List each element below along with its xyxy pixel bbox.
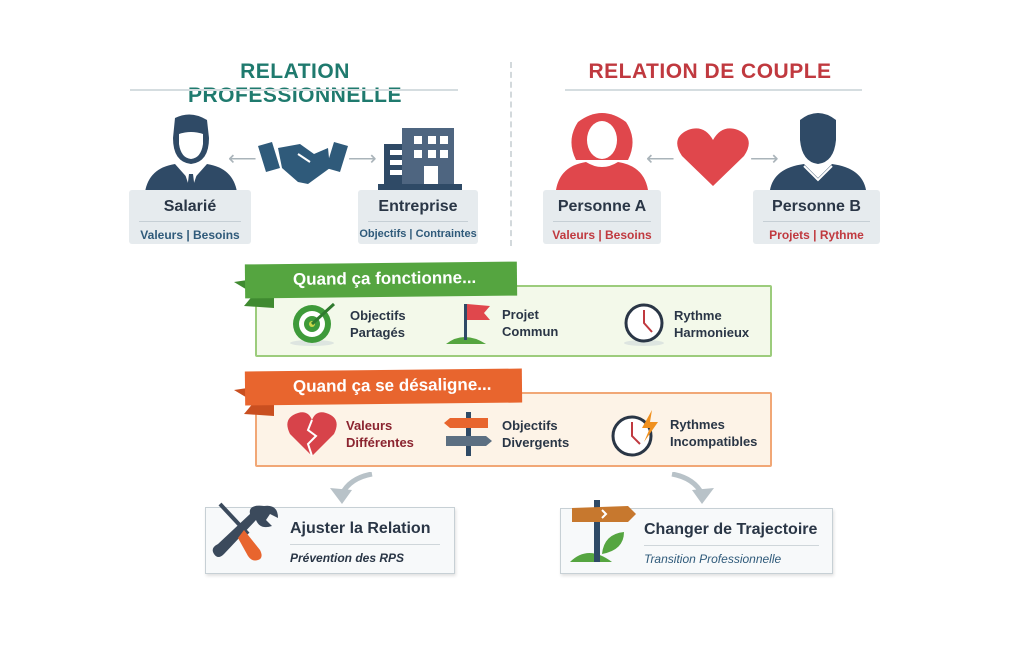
item-line: Commun — [502, 324, 559, 339]
tools-icon — [212, 502, 278, 561]
clock-icon — [624, 303, 664, 346]
item-line: Rythme — [674, 308, 722, 323]
target-icon — [290, 302, 336, 346]
item-line: Objectifs — [350, 308, 406, 323]
couple-relation-title: RELATION DE COUPLE — [588, 60, 832, 83]
misaligns-banner: Quand ça se désaligne... — [244, 368, 523, 406]
arrow-right-icon: ⟶ — [348, 148, 377, 170]
divider — [565, 89, 862, 91]
employee-card: Salarié Valeurs | Besoins — [129, 190, 251, 244]
man-icon — [770, 113, 866, 190]
professional-relation-title: RELATION PROFESSIONNELLE — [187, 60, 403, 107]
woman-icon — [556, 113, 648, 190]
outcome-subtitle: Transition Professionnelle — [644, 545, 819, 566]
person-a-traits: Valeurs | Besoins — [552, 228, 652, 242]
curved-arrow-down-left-icon — [330, 472, 373, 504]
item-line: Partagés — [350, 325, 405, 340]
outcome-title: Ajuster la Relation — [290, 520, 431, 537]
arrow-right-icon: ⟶ — [750, 148, 779, 170]
broken-heart-icon — [287, 412, 337, 457]
employee-traits: Valeurs | Besoins — [140, 228, 240, 242]
company-traits: Objectifs | Contraintes — [359, 228, 477, 240]
item-line: Différentes — [346, 435, 414, 450]
item-line: Divergents — [502, 435, 570, 450]
arrow-left-icon: ⟵ — [646, 148, 675, 170]
arrow-left-icon: ⟵ — [228, 148, 257, 170]
outcome-title: Changer de Trajectoire — [644, 521, 818, 538]
person-a-card: Personne A Valeurs | Besoins — [543, 190, 661, 244]
item-line: Harmonieux — [674, 325, 750, 340]
person-b-name: Personne B — [763, 190, 870, 222]
signpost-icon — [444, 412, 492, 456]
item-line: Projet — [502, 307, 539, 322]
building-icon — [378, 128, 462, 190]
employee-name: Salarié — [139, 190, 241, 222]
company-name: Entreprise — [368, 190, 468, 222]
heart-icon — [677, 128, 749, 186]
curved-arrow-down-right-icon — [671, 472, 714, 504]
outcome-subtitle: Prévention des RPS — [290, 544, 440, 565]
item-line: Objectifs — [502, 418, 558, 433]
works-banner: Quand ça fonctionne... — [244, 261, 518, 299]
handshake-icon — [258, 142, 348, 184]
divider — [130, 89, 458, 91]
company-card: Entreprise Objectifs | Contraintes — [358, 190, 478, 244]
employee-icon — [145, 114, 237, 192]
clock-lightning-icon — [611, 410, 658, 457]
item-line: Incompatibles — [670, 434, 758, 449]
signpost-sprout-icon — [570, 500, 636, 562]
item-line: Rythmes — [670, 417, 725, 432]
person-b-card: Personne B Projets | Rythme — [753, 190, 880, 244]
item-line: Valeurs — [346, 418, 393, 433]
outcome-change: Changer de Trajectoire Transition Profes… — [644, 521, 819, 566]
outcome-adjust: Ajuster la Relation Prévention des RPS — [290, 520, 440, 565]
person-a-name: Personne A — [553, 190, 651, 222]
section-divider — [510, 62, 512, 246]
person-b-traits: Projets | Rythme — [769, 228, 864, 242]
misaligns-panel — [255, 392, 772, 467]
flag-icon — [446, 304, 490, 344]
